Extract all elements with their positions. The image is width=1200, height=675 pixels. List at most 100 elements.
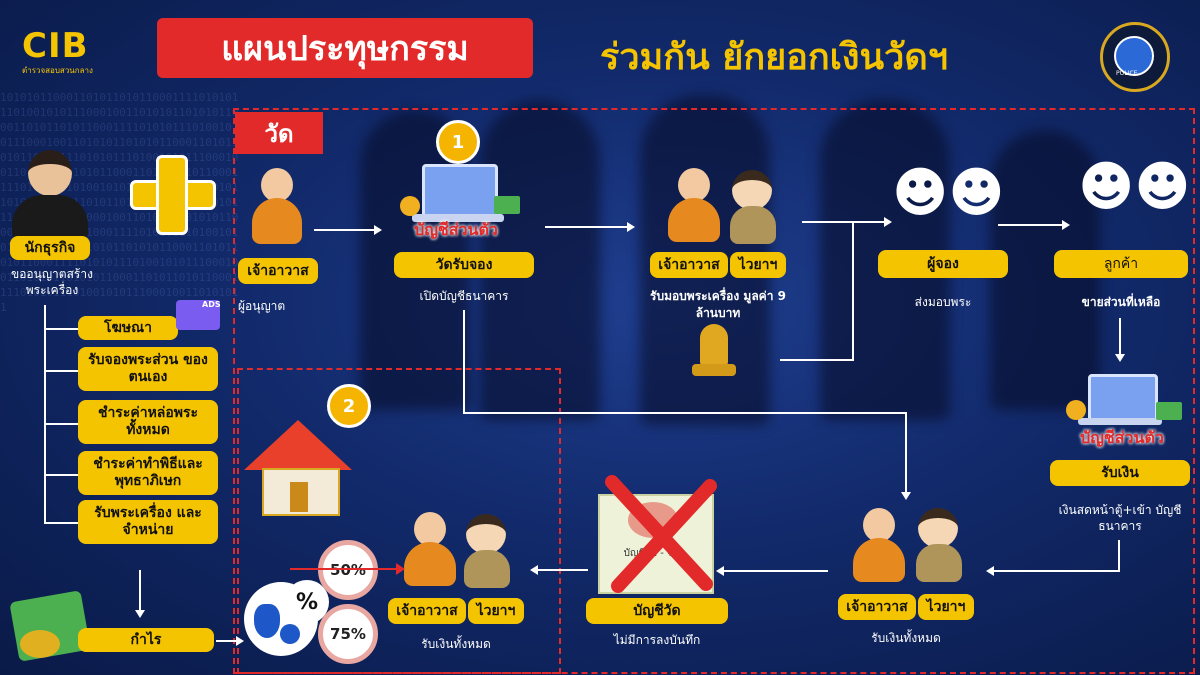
red-cross-icon: [605, 475, 717, 593]
monk-icon: [414, 512, 446, 546]
abbot-desc: ผู้อนุญาต: [238, 299, 286, 313]
step-receive-sell: รับพระเครื่อง และ จำหน่าย: [78, 500, 218, 544]
step-ads: โฆษณา: [78, 316, 178, 340]
cib-logo-subtitle: ตำรวจสอบสวนกลาง: [22, 66, 93, 75]
page-subtitle: ร่วมกัน ยักยอกเงินวัดฯ: [600, 37, 948, 78]
arrow-right: [1062, 220, 1070, 230]
arrow-line: [545, 226, 627, 228]
arrow-right: [884, 217, 892, 227]
percent-50-circle: 50%: [318, 540, 378, 600]
handover-desc: รับมอบพระเครื่อง มูลค่า 9 ล้านบาท: [650, 289, 786, 320]
bottom-left-staff-label: ไวยาฯ: [468, 598, 524, 624]
receive-money-desc: เงินสดหน้าตู้+เข้า บัญชีธนาคาร: [1058, 503, 1182, 533]
staff-uniform-icon: [730, 206, 776, 244]
bottom-right-abbot-label: เจ้าอาวาส: [838, 594, 916, 620]
monk-icon: [261, 168, 293, 202]
ads-icon: [176, 300, 220, 330]
step-reserve: รับจองพระส่วน ของตนเอง: [78, 347, 218, 391]
arrow-down: [1115, 354, 1125, 362]
bottom-right-desc: รับเงินทั้งหมด: [871, 631, 941, 645]
businessman-icon: [28, 150, 72, 196]
wat-booking-desc: เปิดบัญชีธนาคาร: [419, 289, 509, 303]
connector-line: [44, 370, 78, 372]
monk-icon: [678, 168, 710, 202]
connector-line: [44, 522, 78, 524]
monk-icon: [863, 508, 895, 542]
red-arrow-head: [396, 563, 405, 575]
arrow-line: [905, 412, 907, 492]
banknote-icon: [1156, 402, 1182, 420]
profit-label: กำไร: [78, 628, 214, 652]
connector-line: [44, 423, 78, 425]
arrow-line: [780, 359, 852, 361]
arrow-left: [986, 566, 994, 576]
coin-icon: [1066, 400, 1086, 420]
arrow-line: [538, 569, 588, 571]
booker-desc: ส่งมอบพระ: [914, 295, 972, 309]
laptop-base: [1078, 418, 1162, 425]
laptop-base: [412, 214, 504, 222]
monk-robe-icon: [853, 538, 905, 582]
coin-icon: [280, 624, 300, 644]
page-title: แผนประทุษกรรม: [157, 18, 533, 78]
private-account-label-2: บัญชีส่วนตัว: [1080, 428, 1164, 447]
staff-icon: [466, 514, 506, 554]
wat-section-border: [233, 108, 1195, 674]
customer-desc: ขายส่วนที่เหลือ: [1081, 295, 1161, 309]
customer-label: ลูกค้า: [1054, 250, 1188, 278]
businessman-body-icon: [12, 195, 88, 239]
step-pay-casting: ชำระค่าหล่อพระ ทั้งหมด: [78, 400, 218, 444]
step2-section-border: [237, 368, 561, 674]
staff-uniform-icon: [916, 544, 962, 582]
red-arrow-line: [290, 568, 396, 570]
money-bag-blue: [254, 604, 280, 638]
monk-robe-icon: [668, 198, 720, 242]
arrow-line: [1118, 540, 1120, 570]
staff-uniform-icon: [464, 550, 510, 588]
banknote-icon: [494, 196, 520, 214]
bottom-left-abbot-label: เจ้าอาวาส: [388, 598, 466, 624]
wat-account-label: บัญชีวัด: [586, 598, 728, 624]
arrow-line: [802, 221, 884, 223]
arrow-left: [530, 565, 538, 575]
bottom-left-desc: รับเงินทั้งหมด: [421, 637, 491, 651]
step-1-badge: 1: [436, 120, 480, 164]
connector-line: [44, 474, 78, 476]
arrow-down: [901, 492, 911, 500]
bottom-right-staff-label: ไวยาฯ: [918, 594, 974, 620]
business-desc: ขออนุญาตสร้าง พระเครื่อง: [11, 267, 93, 297]
coin-icon: [400, 196, 420, 216]
laptop-icon: [1088, 374, 1158, 424]
plus-icon-center: [159, 183, 185, 207]
abbot-label: เจ้าอาวาส: [238, 258, 318, 284]
arrow-right: [236, 636, 244, 646]
staff-icon: [732, 170, 772, 210]
arrow-down: [135, 610, 145, 618]
laptop-icon: [422, 164, 498, 220]
percent-75-circle: 75%: [318, 604, 378, 664]
handover-abbot-label: เจ้าอาวาส: [650, 252, 728, 278]
private-account-label: บัญชีส่วนตัว: [414, 220, 498, 239]
monk-robe-icon: [252, 198, 302, 244]
arrow-right: [627, 222, 635, 232]
wat-tag: วัด: [235, 112, 323, 154]
step-2-badge: 2: [327, 384, 371, 428]
monk-robe-icon: [404, 542, 456, 586]
ads-badge: ADS: [202, 300, 221, 309]
connector-line: [44, 305, 46, 523]
customer-group-icon: ☻☻: [1078, 155, 1191, 218]
arrow-right: [374, 225, 382, 235]
arrow-line: [1119, 318, 1121, 354]
buddha-base: [692, 364, 736, 376]
arrow-line: [463, 310, 465, 414]
arrow-line: [314, 229, 374, 231]
arrow-line: [463, 412, 907, 414]
arrow-left: [716, 566, 724, 576]
receive-money-label: รับเงิน: [1050, 460, 1190, 486]
wat-account-desc: ไม่มีการลงบันทึก: [613, 633, 701, 647]
arrow-line: [994, 570, 1120, 572]
arrow-line: [852, 222, 854, 361]
staff-icon: [918, 508, 958, 548]
group-icon: ☻☻: [892, 161, 1005, 224]
police-badge-emblem: [1114, 36, 1154, 76]
